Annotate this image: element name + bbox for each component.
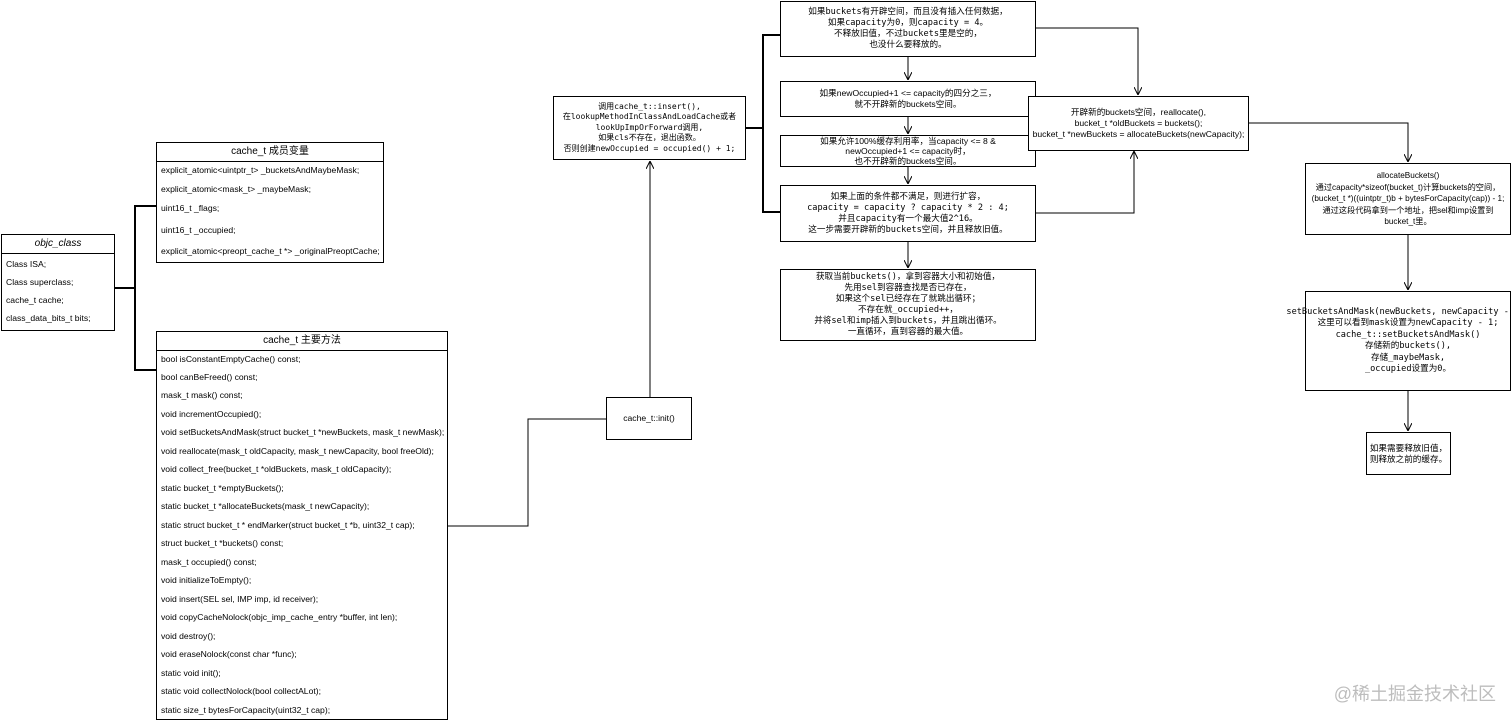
insert-loop-label: 获取当前buckets()，拿到容器大小和初始值， 先用sel到容器查找是否已存… [814, 272, 1002, 337]
condition-full-utilization-node: 如果允许100%缓存利用率，当capacity <= 8 & newOccupi… [780, 135, 1036, 167]
insert-node-label: 调用cache_t::insert(), 在lookupMethodInClas… [562, 101, 737, 153]
method-item: void incrementOccupied(); [161, 409, 262, 419]
insert-node: 调用cache_t::insert(), 在lookupMethodInClas… [553, 96, 746, 160]
free-old-cache-label: 如果需要释放旧值， 则释放之前的缓存。 [1369, 442, 1448, 464]
method-item: bool canBeFreed() const; [161, 372, 258, 382]
method-item: static size_t bytesForCapacity(uint32_t … [161, 705, 331, 715]
objc-class-field: cache_t cache; [6, 295, 64, 305]
method-item: void initializeToEmpty(); [161, 575, 252, 585]
method-item: static void collectNolock(bool collectAL… [161, 686, 322, 696]
edge-class-to-members [115, 205, 156, 289]
member-field: uint16_t _flags; [161, 203, 220, 213]
condition-full-utilization-label: 如果允许100%缓存利用率，当capacity <= 8 & newOccupi… [820, 136, 996, 166]
condition-three-quarters-label: 如果newOccupied+1 <= capacity的四分之三， 就不开辟新的… [819, 88, 997, 109]
method-item: void copyCacheNolock(objc_imp_cache_entr… [161, 612, 398, 622]
reallocate-label: 开辟新的buckets空间，reallocate(), bucket_t *ol… [1032, 107, 1245, 139]
objc-class-field: Class superclass; [6, 277, 74, 287]
method-item: bool isConstantEmptyCache() const; [161, 354, 301, 364]
members-box: cache_t 成员变量 explicit_atomic<uintptr_t> … [156, 142, 384, 263]
method-item: void insert(SEL sel, IMP imp, id receive… [161, 594, 319, 604]
condition-empty-buckets-node: 如果buckets有开辟空间，而且没有插入任何数据， 如果capacity为0，… [780, 1, 1036, 57]
edge-insert-bracket-bottom [762, 128, 780, 213]
method-item: void reallocate(mask_t oldCapacity, mask… [161, 446, 434, 456]
member-field: uint16_t _occupied; [161, 225, 236, 235]
member-field: explicit_atomic<preopt_cache_t *> _origi… [161, 246, 380, 256]
methods-title: cache_t 主要方法 [157, 332, 447, 351]
method-item: static bucket_t *emptyBuckets(); [161, 483, 284, 493]
members-title: cache_t 成员变量 [157, 143, 383, 162]
method-item: struct bucket_t *buckets() const; [161, 538, 284, 548]
objc-class-field: class_data_bits_t bits; [6, 313, 91, 323]
method-item: void destroy(); [161, 631, 216, 641]
member-field: explicit_atomic<mask_t> _maybeMask; [161, 184, 311, 194]
method-item: static bucket_t *allocateBuckets(mask_t … [161, 501, 370, 511]
condition-empty-buckets-label: 如果buckets有开辟空间，而且没有插入任何数据， 如果capacity为0，… [808, 7, 1008, 50]
condition-expand-node: 如果上面的条件都不满足，则进行扩容， capacity = capacity ?… [780, 185, 1036, 242]
objc-class-title: objc_class [2, 235, 114, 254]
method-item: static struct bucket_t * endMarker(struc… [161, 520, 415, 530]
allocate-buckets-node: allocateBuckets() 通过capacity*sizeof(buck… [1305, 163, 1511, 235]
method-item: mask_t mask() const; [161, 390, 243, 400]
allocate-buckets-label: allocateBuckets() 通过capacity*sizeof(buck… [1311, 171, 1505, 227]
methods-box: cache_t 主要方法 bool isConstantEmptyCache()… [156, 331, 448, 720]
edge-methods-to-init [448, 418, 606, 527]
reallocate-node: 开辟新的buckets空间，reallocate(), bucket_t *ol… [1028, 96, 1249, 151]
member-field: explicit_atomic<uintptr_t> _bucketsAndMa… [161, 165, 360, 175]
init-node-label: cache_t::init() [623, 413, 675, 423]
set-buckets-and-mask-label: setBucketsAndMask(newBuckets, newCapacit… [1286, 306, 1509, 375]
condition-expand-label: 如果上面的条件都不满足，则进行扩容， capacity = capacity ?… [807, 191, 1009, 235]
edge-class-to-methods [134, 288, 156, 371]
objc-class-field: Class ISA; [6, 259, 47, 269]
objc-class-box: objc_class Class ISA; Class superclass; … [1, 234, 115, 331]
edge-insert-to-conditions [745, 34, 780, 129]
free-old-cache-node: 如果需要释放旧值， 则释放之前的缓存。 [1366, 432, 1451, 475]
method-item: static void init(); [161, 668, 221, 678]
edge-realloc-to-alloc [1249, 122, 1408, 161]
method-item: mask_t occupied() const; [161, 557, 257, 567]
set-buckets-and-mask-node: setBucketsAndMask(newBuckets, newCapacit… [1286, 291, 1511, 391]
method-item: void eraseNolock(const char *func); [161, 649, 297, 659]
method-item: void collect_free(bucket_t *oldBuckets, … [161, 464, 392, 474]
method-item: void setBucketsAndMask(struct bucket_t *… [161, 427, 445, 437]
watermark: @稀土掘金技术社区 [1333, 684, 1496, 704]
condition-three-quarters-node: 如果newOccupied+1 <= capacity的四分之三， 就不开辟新的… [780, 81, 1036, 117]
insert-loop-node: 获取当前buckets()，拿到容器大小和初始值， 先用sel到容器查找是否已存… [780, 269, 1036, 341]
edge-c1-to-realloc [1035, 27, 1138, 94]
edge-c4-to-realloc [1035, 152, 1134, 214]
init-node: cache_t::init() [606, 397, 692, 440]
